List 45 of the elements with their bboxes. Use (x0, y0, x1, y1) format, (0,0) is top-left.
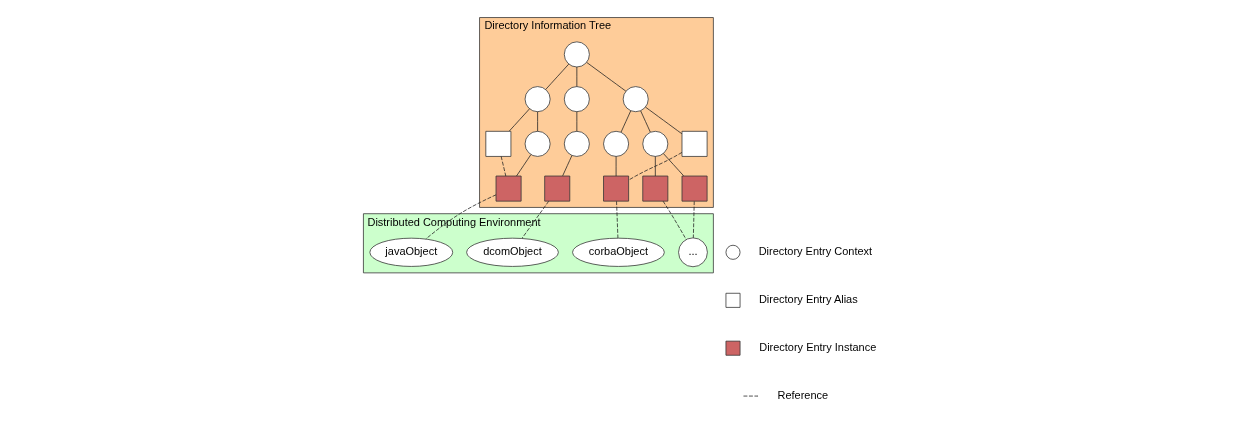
node-circle (641, 130, 668, 157)
connector (585, 62, 626, 92)
connector (627, 152, 682, 181)
node-box (602, 175, 629, 202)
node-circle (563, 86, 590, 113)
connector (521, 200, 549, 239)
node-box (681, 175, 707, 202)
connector (561, 155, 572, 177)
connector (575, 66, 577, 87)
legend-label: Directory Entry Alias (758, 293, 858, 306)
connector (515, 154, 531, 177)
node-circle (602, 130, 629, 157)
connector (500, 156, 506, 177)
node-ellipse: javaObject (368, 237, 453, 267)
connector (662, 200, 687, 240)
node-circle (622, 86, 649, 113)
connector (544, 63, 569, 90)
legend-label: Reference (777, 388, 828, 401)
connector (575, 111, 577, 132)
node-box (495, 175, 522, 202)
connector (536, 111, 538, 132)
node-circle (524, 86, 551, 113)
connector (654, 156, 656, 177)
legend-label: Directory Entry Context (758, 245, 872, 258)
node-circle (524, 130, 551, 157)
connector (692, 200, 695, 239)
connector (615, 156, 616, 177)
connector (424, 194, 496, 240)
node-box (484, 130, 511, 157)
connector (508, 108, 530, 132)
node-ellipse: corbaObject (571, 237, 665, 267)
node-ellipse: dcomObject (465, 237, 559, 267)
node-circle (563, 130, 590, 157)
connector (662, 153, 684, 177)
legend-label: Directory Entry Instance (758, 341, 876, 354)
connector (615, 200, 618, 239)
node-circle: ... (677, 237, 708, 268)
node-box (681, 130, 707, 157)
node-box (641, 175, 668, 202)
node-circle (563, 41, 590, 68)
node-box (543, 175, 570, 202)
connector (644, 106, 682, 135)
cluster: Directory Information Tree (478, 17, 714, 208)
connector (620, 110, 631, 133)
connector (639, 110, 651, 133)
